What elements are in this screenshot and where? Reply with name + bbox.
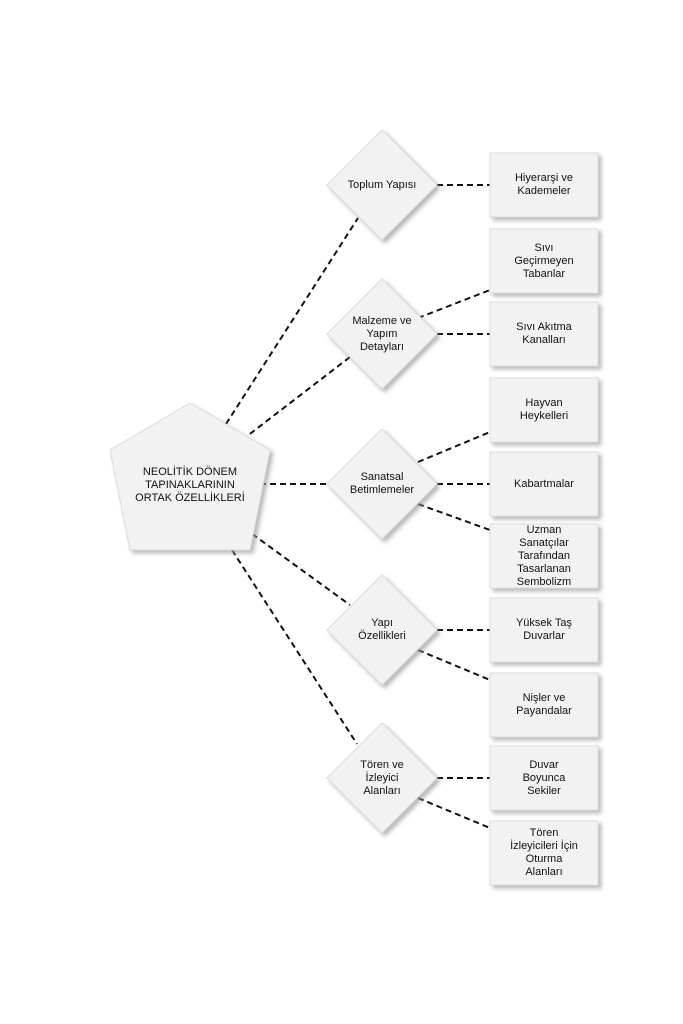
category-label-5: Tören ve İzleyici Alanları bbox=[360, 758, 404, 797]
leaf-label-2-2: Sıvı Akıtma Kanalları bbox=[516, 321, 572, 346]
leaf-label-4-1: Yüksek Taş Duvarlar bbox=[515, 617, 573, 642]
category-label-1: Toplum Yapısı bbox=[347, 178, 417, 191]
leaf-label-3-2: Kabartmalar bbox=[514, 477, 574, 490]
category-diamond-1 bbox=[326, 129, 438, 241]
leaf-box-5-1 bbox=[489, 745, 599, 811]
root-pentagon bbox=[109, 402, 271, 551]
edge-root-cat4 bbox=[243, 527, 351, 606]
edge-cat3-leaf3 bbox=[417, 503, 491, 531]
edge-cat5-leaf2 bbox=[417, 797, 491, 829]
leaf-box-3-1 bbox=[489, 377, 599, 443]
category-diamond-5 bbox=[326, 722, 438, 834]
leaf-box-5-2 bbox=[489, 820, 599, 886]
leaf-box-4-2 bbox=[489, 672, 599, 738]
category-label-3: Sanatsal Betimlemeler bbox=[349, 471, 415, 496]
edge-root-cat1 bbox=[225, 217, 359, 425]
edge-root-cat2 bbox=[241, 356, 351, 441]
edge-root-cat5 bbox=[231, 549, 358, 745]
leaf-label-3-1: Hayvan Heykelleri bbox=[519, 397, 569, 422]
leaf-box-2-1 bbox=[489, 228, 599, 294]
leaf-label-5-2: Tören İzleyicileri İçin Oturma Alanları bbox=[510, 827, 578, 878]
category-diamond-2 bbox=[326, 278, 438, 390]
leaf-label-1-1: Hiyerarşi ve Kademeler bbox=[514, 172, 574, 197]
leaf-label-2-1: Sıvı Geçirmeyen Tabanlar bbox=[514, 241, 574, 280]
edge-cat4-leaf2 bbox=[417, 649, 491, 681]
leaf-box-3-3 bbox=[489, 523, 599, 589]
leaf-box-1-1 bbox=[489, 152, 599, 218]
root-label: NEOLİTİK DÖNEM TAPINAKLARININ ORTAK ÖZEL… bbox=[135, 465, 245, 504]
category-diamond-3 bbox=[326, 428, 438, 540]
edge-cat2-leaf1 bbox=[417, 289, 491, 319]
edge-cat3-leaf1 bbox=[417, 431, 491, 463]
leaf-label-4-2: Nişler ve Payandalar bbox=[516, 692, 572, 717]
leaf-box-3-2 bbox=[489, 451, 599, 517]
leaf-label-3-3: Uzman Sanatçılar Tarafından Tasarlanan S… bbox=[516, 523, 572, 588]
category-diamond-4 bbox=[326, 574, 438, 686]
leaf-label-5-1: Duvar Boyunca Sekiler bbox=[522, 758, 566, 797]
category-label-4: Yapı Özellikleri bbox=[358, 617, 406, 642]
leaf-box-4-1 bbox=[489, 597, 599, 663]
category-label-2: Malzeme ve Yapım Detayları bbox=[352, 314, 412, 353]
leaf-box-2-2 bbox=[489, 301, 599, 367]
